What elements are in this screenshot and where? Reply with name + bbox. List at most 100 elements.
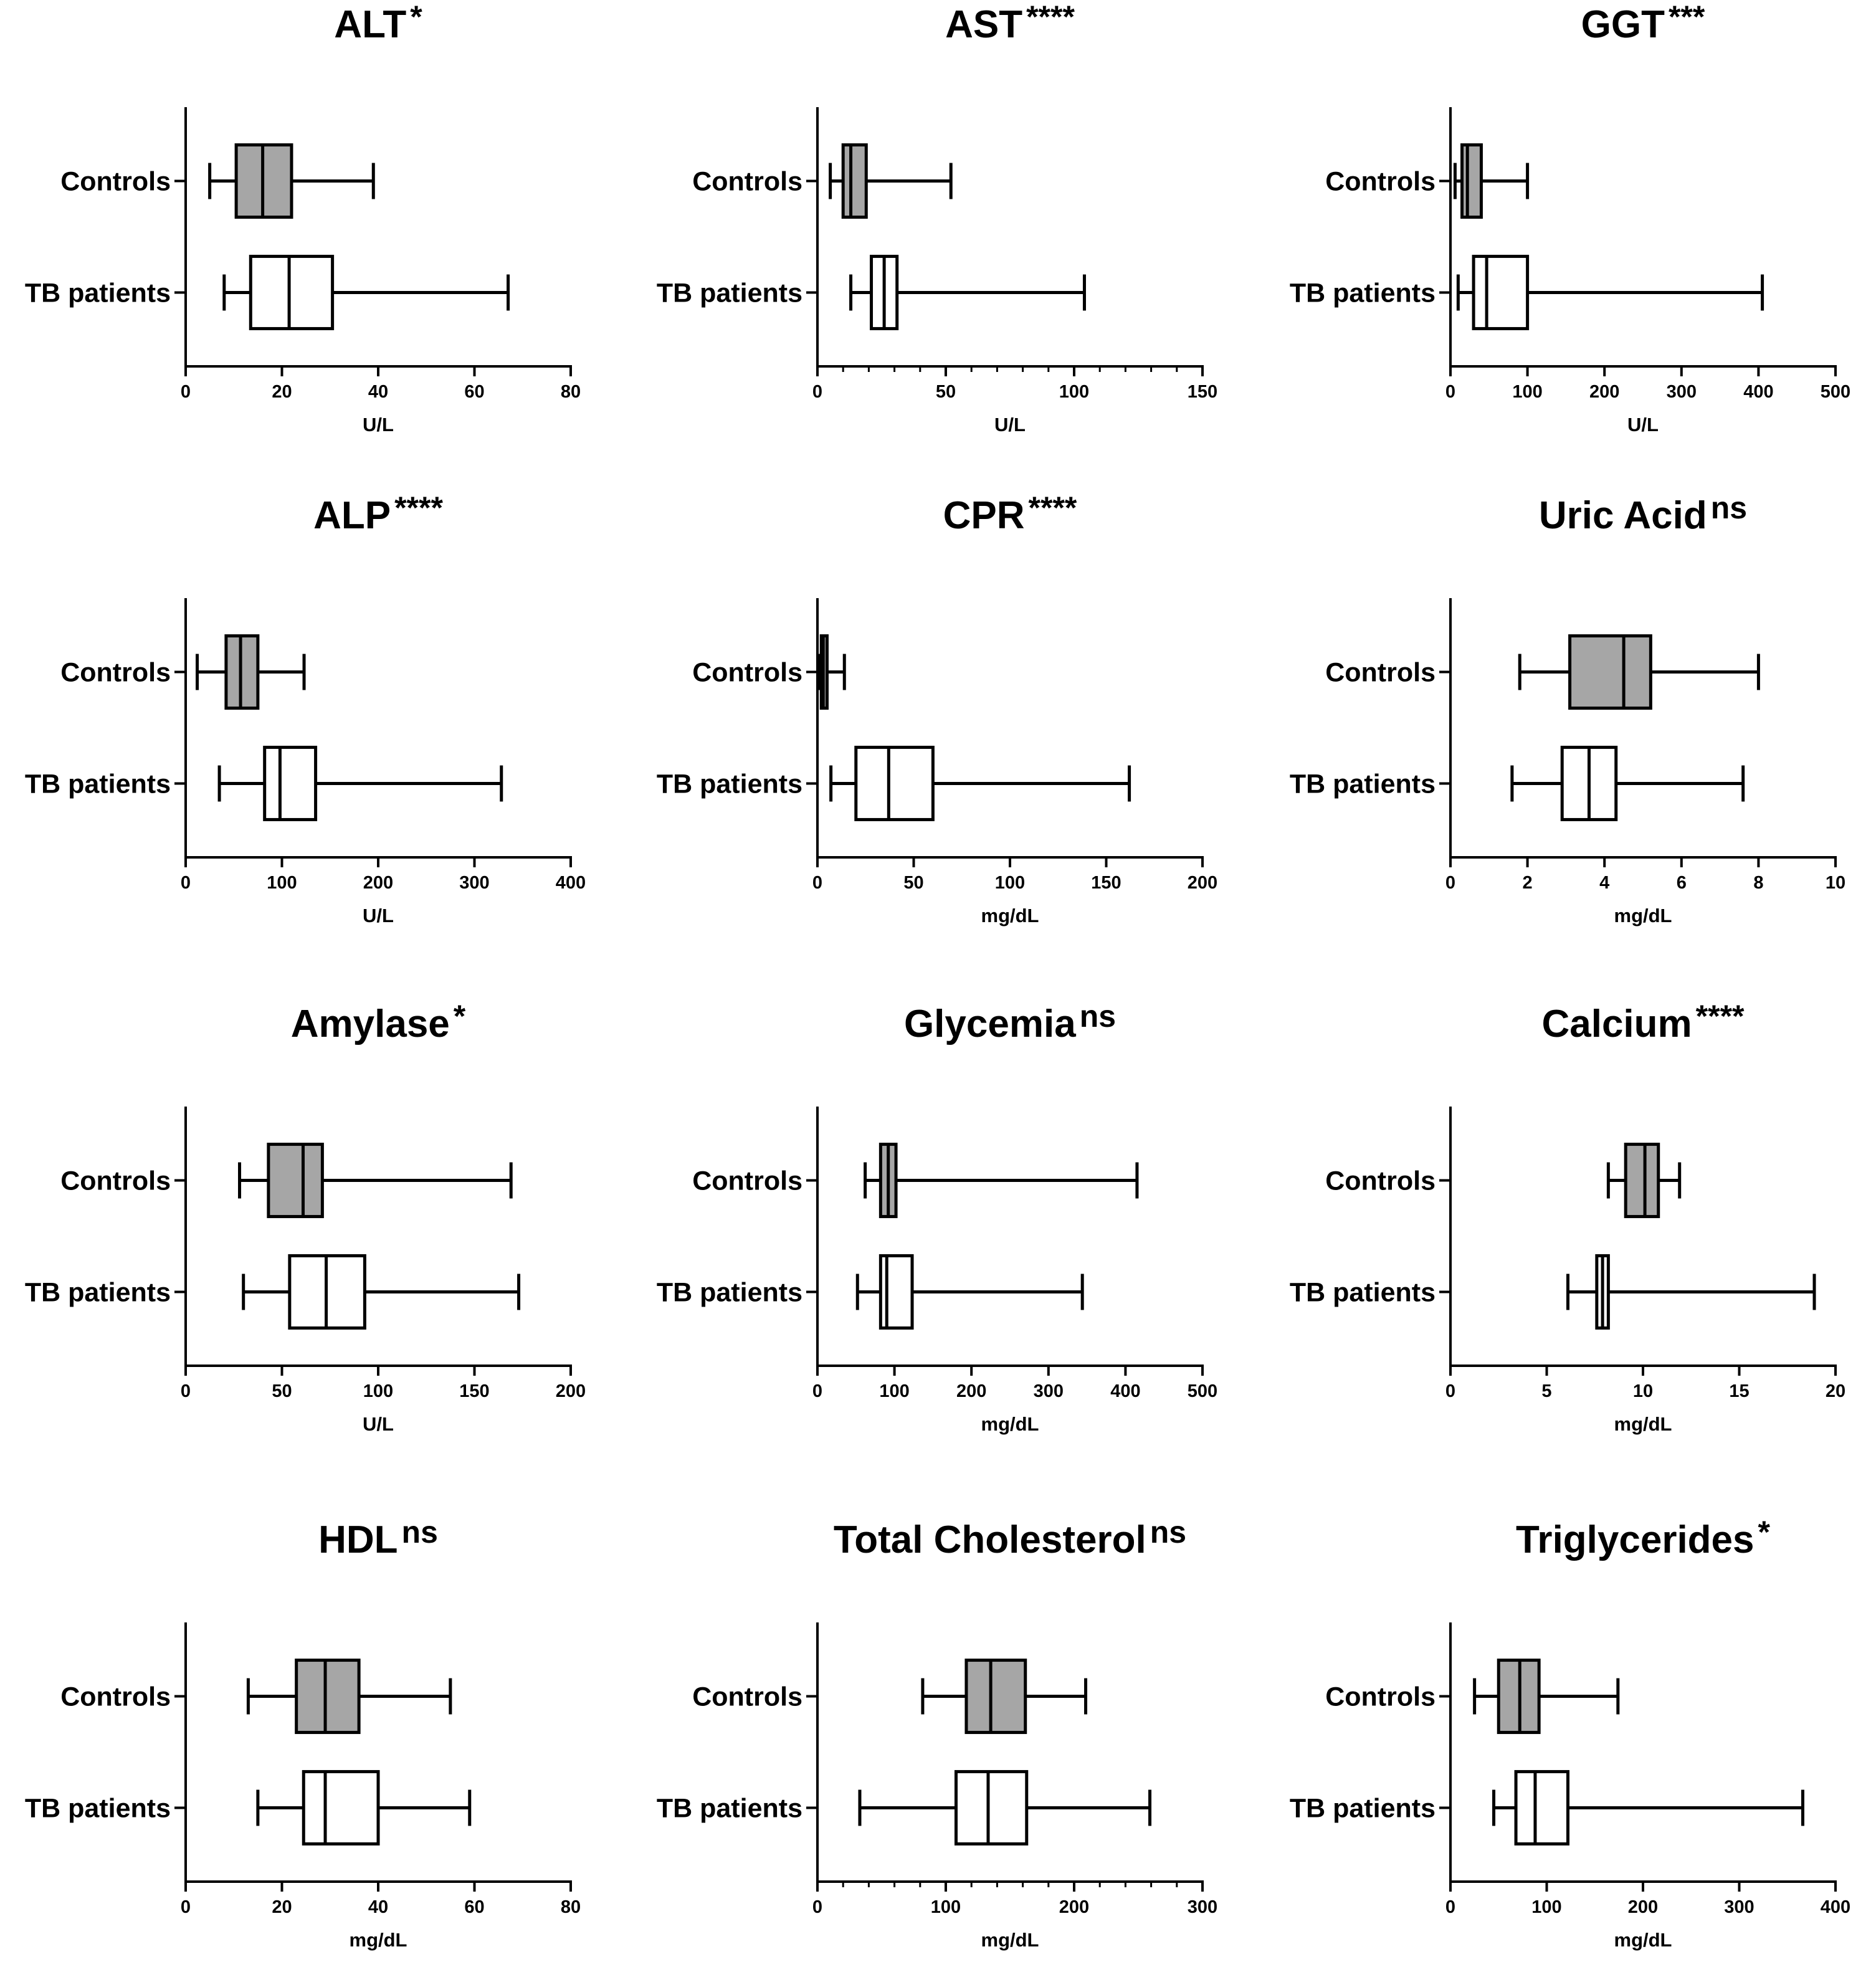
iqr-box — [854, 745, 935, 821]
boxplot-controls — [1453, 143, 1530, 219]
x-tick-label: 0 — [812, 382, 822, 402]
title-text: Uric Acid — [1539, 494, 1707, 537]
boxplot-tb-patients — [1492, 1769, 1804, 1846]
x-tick-label: 150 — [459, 1381, 489, 1401]
x-axis-label: mg/dL — [981, 1413, 1039, 1435]
x-axis-label: mg/dL — [1614, 1929, 1672, 1951]
category-label-tb-patients: TB patients — [25, 278, 171, 308]
boxplot-tb-patients — [256, 1769, 472, 1846]
x-tick-label: 200 — [363, 873, 393, 893]
iqr-box — [249, 254, 335, 330]
title-text: Glycemia — [904, 1003, 1076, 1045]
x-tick-label: 300 — [1724, 1897, 1754, 1917]
title-text: ALP — [313, 494, 391, 537]
chart-title: CPR**** — [943, 490, 1077, 537]
boxplot-tb-patients — [1510, 745, 1745, 821]
x-axis-label: U/L — [994, 414, 1026, 436]
x-tick-label: 0 — [181, 1381, 191, 1401]
chart-title: Calcium**** — [1541, 999, 1745, 1045]
category-label-tb-patients: TB patients — [657, 278, 802, 308]
category-label-tb-patients: TB patients — [25, 1793, 171, 1823]
x-tick-label: 6 — [1677, 873, 1687, 893]
category-label-tb-patients: TB patients — [657, 1793, 802, 1823]
x-tick-label: 0 — [181, 382, 191, 402]
boxplot-tb-patients — [829, 745, 1131, 821]
chart-title: ALT* — [334, 0, 422, 46]
iqr-box — [302, 1769, 380, 1846]
x-tick-label: 150 — [1188, 382, 1217, 402]
title-text: Total Cholesterol — [834, 1518, 1146, 1561]
x-tick-label: 300 — [459, 873, 489, 893]
iqr-box — [954, 1769, 1029, 1846]
boxplot-controls — [921, 1659, 1088, 1735]
iqr-box — [1472, 254, 1530, 330]
title-text: CPR — [943, 494, 1025, 537]
boxplot-tb-patients — [849, 254, 1086, 330]
x-axis-label: mg/dL — [1614, 1413, 1672, 1435]
significance-label: *** — [1669, 0, 1705, 34]
boxplot-controls — [238, 1143, 513, 1219]
x-tick-label: 10 — [1633, 1381, 1653, 1401]
x-tick-label: 200 — [1628, 1897, 1658, 1917]
x-axis-label: U/L — [363, 414, 394, 436]
category-label-controls: Controls — [60, 658, 171, 688]
x-tick-label: 100 — [363, 1381, 393, 1401]
x-tick-label: 500 — [1821, 382, 1850, 402]
chart-title: Amylase* — [291, 999, 466, 1045]
x-axis-label: mg/dL — [981, 1929, 1039, 1951]
significance-label: * — [410, 0, 422, 34]
x-tick-label: 100 — [1531, 1897, 1561, 1917]
chart-title: ALP**** — [313, 490, 443, 537]
iqr-box — [267, 1143, 324, 1219]
x-tick-label: 20 — [272, 382, 292, 402]
x-tick-label: 400 — [556, 873, 586, 893]
significance-label: **** — [1029, 490, 1077, 525]
x-axis-label: U/L — [363, 905, 394, 926]
iqr-box — [1514, 1769, 1569, 1846]
x-tick-label: 8 — [1753, 873, 1763, 893]
category-label-tb-patients: TB patients — [1290, 1277, 1436, 1307]
x-tick-label: 200 — [956, 1381, 986, 1401]
x-tick-label: 20 — [272, 1897, 292, 1917]
x-tick-label: 80 — [561, 382, 581, 402]
boxplot-controls — [1606, 1143, 1682, 1219]
category-label-controls: Controls — [692, 1682, 802, 1712]
x-tick-label: 50 — [936, 382, 956, 402]
category-label-controls: Controls — [1325, 658, 1436, 688]
x-axis-label: mg/dL — [350, 1929, 407, 1951]
iqr-box — [1460, 143, 1483, 219]
chart-title: AST**** — [945, 0, 1075, 46]
category-label-controls: Controls — [692, 1166, 802, 1196]
category-label-tb-patients: TB patients — [25, 769, 171, 799]
boxplot-controls — [1518, 634, 1760, 710]
x-axis-label: U/L — [1627, 414, 1659, 436]
significance-label: * — [1758, 1515, 1771, 1550]
significance-label: **** — [394, 490, 443, 525]
boxplot-controls — [864, 1143, 1139, 1219]
iqr-box — [295, 1659, 361, 1735]
category-label-tb-patients: TB patients — [1290, 769, 1436, 799]
title-text: Amylase — [291, 1003, 450, 1045]
boxplot-tb-patients — [855, 1254, 1084, 1330]
significance-label: ns — [1711, 490, 1747, 525]
title-text: GGT — [1581, 3, 1665, 46]
x-tick-label: 100 — [267, 873, 297, 893]
x-tick-label: 300 — [1667, 382, 1697, 402]
boxplot-tb-patients — [1456, 254, 1764, 330]
significance-label: **** — [1696, 999, 1745, 1034]
x-tick-label: 100 — [879, 1381, 909, 1401]
x-tick-label: 0 — [1445, 382, 1455, 402]
boxplot-tb-patients — [242, 1254, 521, 1330]
category-label-tb-patients: TB patients — [1290, 278, 1436, 308]
x-tick-label: 0 — [1445, 1381, 1455, 1401]
